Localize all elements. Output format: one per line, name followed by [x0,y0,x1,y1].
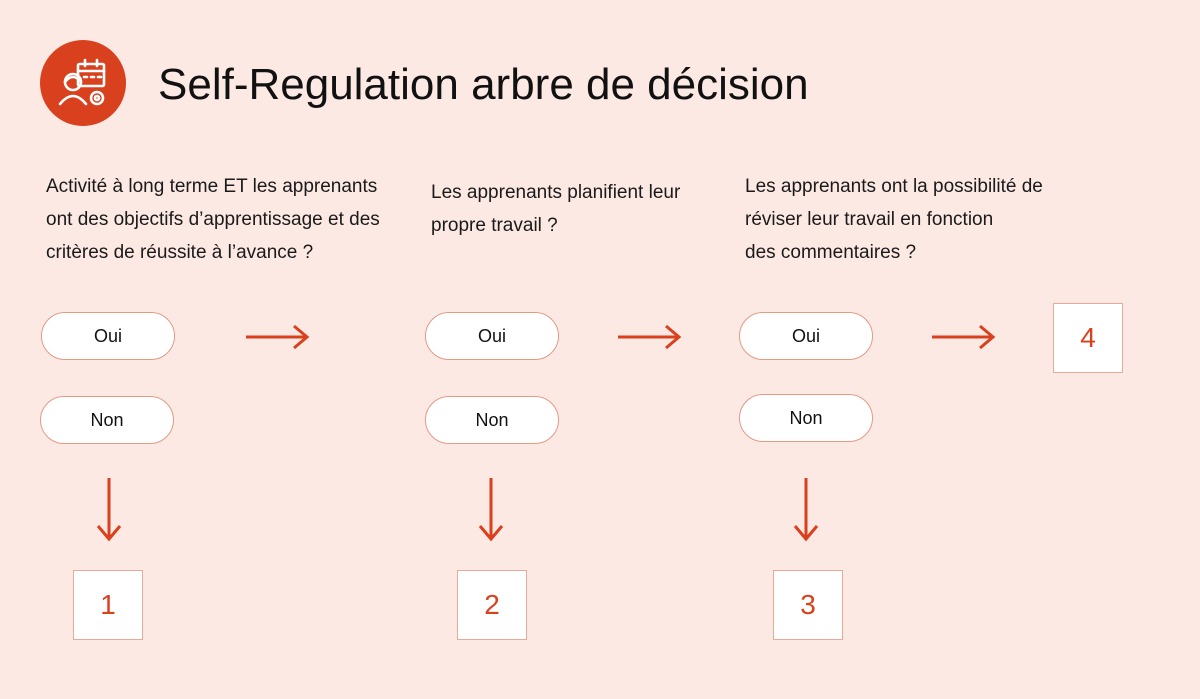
outcome-box-4: 4 [1053,303,1123,373]
question-2-line-2: propre travail ? [431,215,558,236]
no-option-1[interactable]: Non [40,396,174,444]
question-1: Activité à long terme ET les apprenants … [46,170,416,269]
no-option-3[interactable]: Non [739,394,873,442]
arrow-down-icon [478,478,504,542]
arrow-right-icon [618,324,682,350]
no-option-2[interactable]: Non [425,396,559,444]
arrow-right-icon [932,324,996,350]
question-3-line-2: réviser leur travail en fonction [745,209,994,230]
arrow-down-icon [96,478,122,542]
arrow-right-icon [246,324,310,350]
question-2-line-1: Les apprenants planifient leur [431,182,681,203]
yes-option-2[interactable]: Oui [425,312,559,360]
question-1-line-3: critères de réussite à l’avance ? [46,242,314,263]
outcome-box-3: 3 [773,570,843,640]
outcome-box-1: 1 [73,570,143,640]
logo [40,40,126,126]
learner-calendar-icon [58,58,106,106]
question-2: Les apprenants planifient leur propre tr… [431,176,721,242]
yes-option-3[interactable]: Oui [739,312,873,360]
question-3-line-1: Les apprenants ont la possibilité de [745,176,1043,197]
yes-option-1[interactable]: Oui [41,312,175,360]
arrow-down-icon [793,478,819,542]
question-1-line-1: Activité à long terme ET les apprenants [46,176,378,197]
question-3-line-3: des commentaires ? [745,242,917,263]
outcome-box-2: 2 [457,570,527,640]
question-1-line-2: ont des objectifs d’apprentissage et des [46,209,380,230]
question-3: Les apprenants ont la possibilité de rév… [745,170,1105,269]
page-title: Self-Regulation arbre de décision [158,60,809,109]
